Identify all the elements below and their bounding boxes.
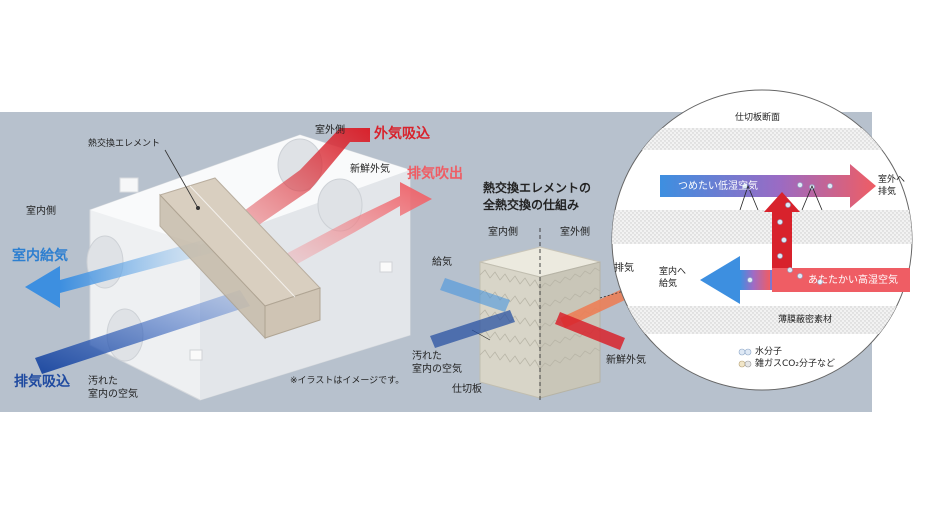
illustration-note: ※イラストはイメージです。	[290, 376, 405, 386]
supply-air-label: 給気	[432, 257, 452, 268]
indoor-supply-label: 室内給気	[12, 248, 68, 264]
membrane-material-label: 薄膜蔽密素材	[778, 315, 833, 325]
indoor-supply-flow	[60, 238, 215, 293]
cold-humid-air-label: つめたい低湿空気	[678, 181, 758, 192]
middle-dirty-air-line1: 汚れた	[412, 351, 442, 362]
indoor-supply-arrowhead	[25, 266, 60, 308]
element-label: 熱交換エレメント	[88, 139, 161, 149]
fresh-outside-air-label: 新鮮外気	[350, 164, 390, 175]
middle-dirty-air-line2: 室内の空気	[412, 364, 462, 375]
cross-section-title: 仕切板断面	[735, 113, 781, 123]
exhaust-intake-flow	[35, 290, 250, 374]
indoor-side-label: 室内側	[26, 206, 56, 217]
exhaust-intake-label: 排気吸込	[14, 374, 70, 390]
element-title-line1: 熱交換エレメントの	[483, 181, 592, 195]
dirty-indoor-air-line1: 汚れた	[88, 376, 118, 387]
outside-air-intake-label: 外気吸込	[374, 126, 430, 142]
dirty-indoor-air-flow	[430, 310, 515, 348]
exhaust-air-label: 排気	[614, 263, 634, 274]
heat-exchange-element	[159, 149, 321, 340]
fresh-outside-air-flow	[555, 312, 625, 350]
to-indoor-line1: 室内へ	[659, 267, 687, 277]
legend-water-molecule-icon	[738, 348, 752, 356]
partition-plate-label: 仕切板	[452, 384, 482, 395]
to-indoor-line2: 給気	[659, 279, 678, 289]
exhaust-outlet-flow	[265, 182, 432, 278]
to-outdoor-line1: 室外へ	[878, 175, 906, 185]
exhaust-outlet-label: 排気吹出	[407, 166, 463, 182]
legend-gas-molecule-label: 雑ガスCO₂分子など	[755, 359, 835, 369]
element-title-line2: 全熱交換の仕組み	[483, 198, 580, 212]
legend-water-molecule-label: 水分子	[755, 347, 783, 357]
middle-outdoor-side-label: 室外側	[560, 227, 590, 238]
partition-cross-section	[611, 89, 913, 391]
middle-indoor-side-label: 室内側	[488, 227, 518, 238]
warm-humid-air-label: あたたかい高湿空気	[808, 275, 898, 286]
to-outdoor-line2: 排気	[878, 187, 897, 197]
supply-air-flow	[440, 278, 510, 312]
legend-gas-molecule-icon	[738, 360, 752, 368]
outdoor-side-label: 室外側	[315, 125, 345, 136]
middle-fresh-air-label: 新鮮外気	[606, 355, 646, 366]
dirty-indoor-air-line2: 室内の空気	[88, 389, 138, 400]
